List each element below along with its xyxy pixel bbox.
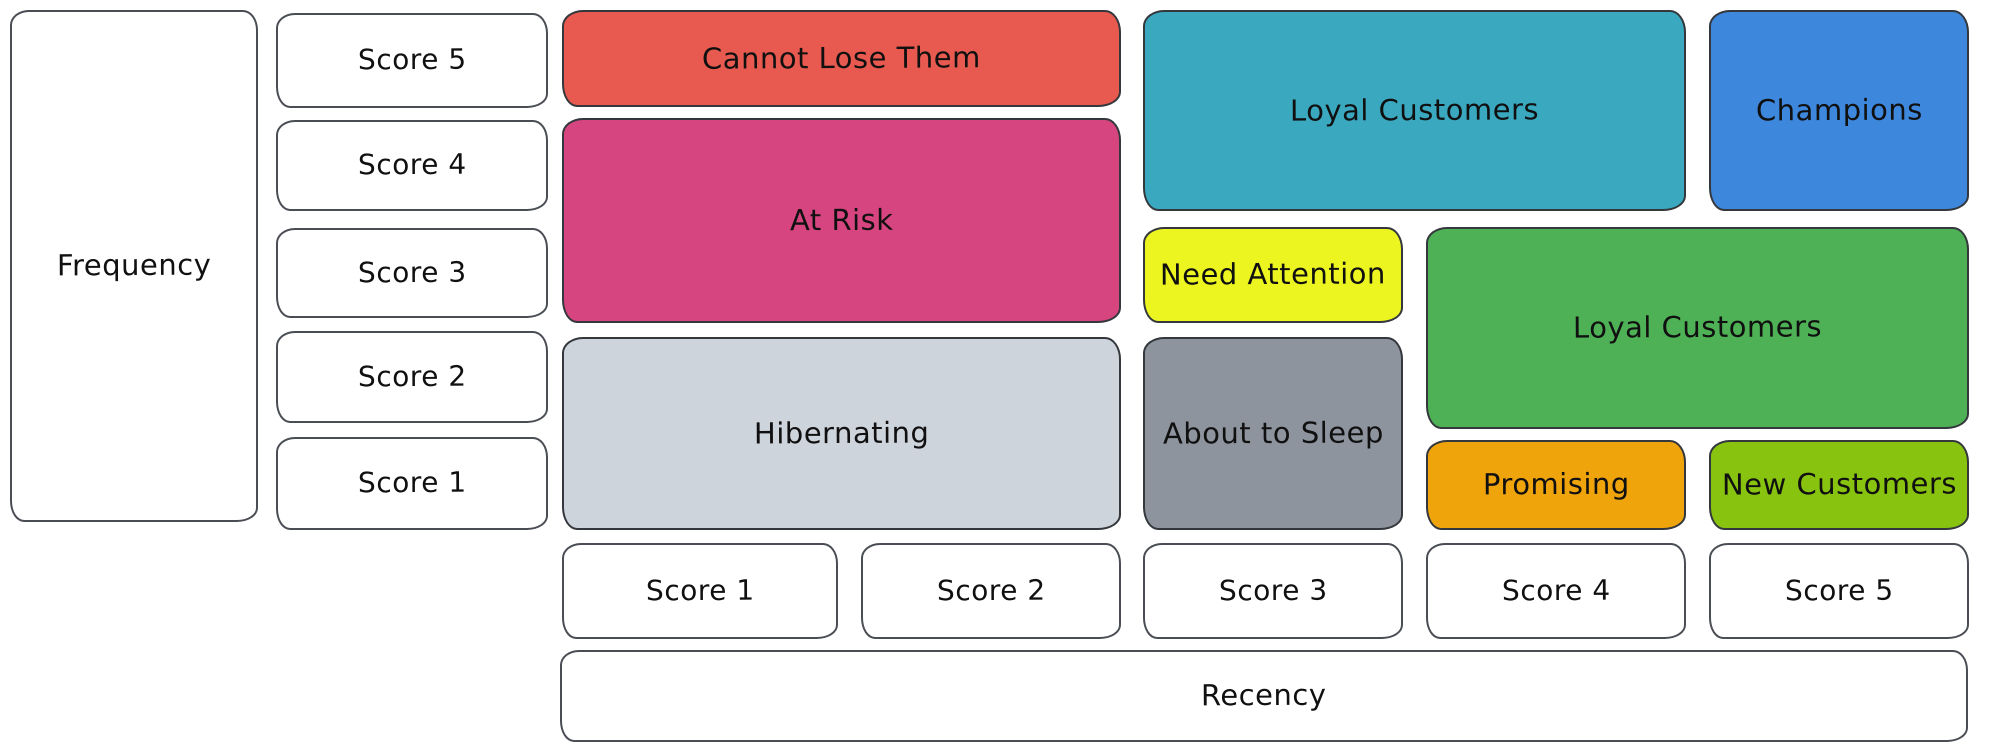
segment-loyal-customers-mid-label: Loyal Customers (1572, 309, 1823, 345)
recency-score-box-3-label: Score 3 (1218, 573, 1328, 608)
segment-hibernating: Hibernating (562, 337, 1121, 530)
recency-score-box-2-label: Score 2 (936, 573, 1046, 608)
segment-new-customers: New Customers (1709, 440, 1969, 530)
recency-axis-label: Recency (1201, 677, 1327, 713)
segment-at-risk-label: At Risk (789, 202, 894, 238)
segment-need-attention: Need Attention (1143, 227, 1403, 323)
segment-need-attention-label: Need Attention (1159, 256, 1387, 292)
recency-score-box-4: Score 4 (1426, 543, 1686, 639)
frequency-score-box-5: Score 5 (276, 13, 548, 108)
recency-score-box-4-label: Score 4 (1501, 573, 1611, 608)
recency-score-box-5: Score 5 (1709, 543, 1969, 639)
segment-hibernating-label: Hibernating (753, 415, 930, 451)
frequency-score-box-3-label: Score 3 (357, 255, 467, 290)
segment-loyal-customers-top: Loyal Customers (1143, 10, 1686, 211)
segment-about-to-sleep: About to Sleep (1143, 337, 1403, 530)
frequency-score-box-4-label: Score 4 (357, 148, 467, 182)
frequency-axis-label: Frequency (56, 247, 212, 283)
segment-loyal-customers-mid: Loyal Customers (1426, 227, 1969, 429)
frequency-score-box-5-label: Score 5 (357, 43, 467, 77)
segment-new-customers-label: New Customers (1721, 466, 1957, 502)
recency-score-box-1: Score 1 (562, 543, 838, 639)
segment-cannot-lose-them: Cannot Lose Them (562, 10, 1121, 107)
recency-score-box-2: Score 2 (861, 543, 1121, 639)
recency-score-box-1-label: Score 1 (645, 573, 755, 608)
frequency-score-box-2-label: Score 2 (357, 359, 467, 394)
frequency-score-box-4: Score 4 (276, 120, 548, 211)
segment-promising-label: Promising (1482, 466, 1630, 502)
segment-at-risk: At Risk (562, 118, 1121, 323)
segment-loyal-customers-top-label: Loyal Customers (1289, 92, 1540, 128)
segment-champions: Champions (1709, 10, 1969, 211)
frequency-axis-label-box: Frequency (10, 10, 258, 522)
segment-about-to-sleep-label: About to Sleep (1162, 415, 1384, 451)
recency-axis-label-box: Recency (560, 650, 1968, 742)
frequency-score-box-2: Score 2 (276, 331, 548, 423)
segment-promising: Promising (1426, 440, 1686, 530)
frequency-score-box-1-label: Score 1 (357, 466, 467, 500)
recency-score-box-3: Score 3 (1143, 543, 1403, 639)
frequency-score-box-3: Score 3 (276, 228, 548, 318)
recency-score-box-5-label: Score 5 (1784, 573, 1894, 608)
segment-cannot-lose-them-label: Cannot Lose Them (701, 40, 982, 76)
frequency-score-box-1: Score 1 (276, 437, 548, 530)
segment-champions-label: Champions (1755, 92, 1923, 128)
